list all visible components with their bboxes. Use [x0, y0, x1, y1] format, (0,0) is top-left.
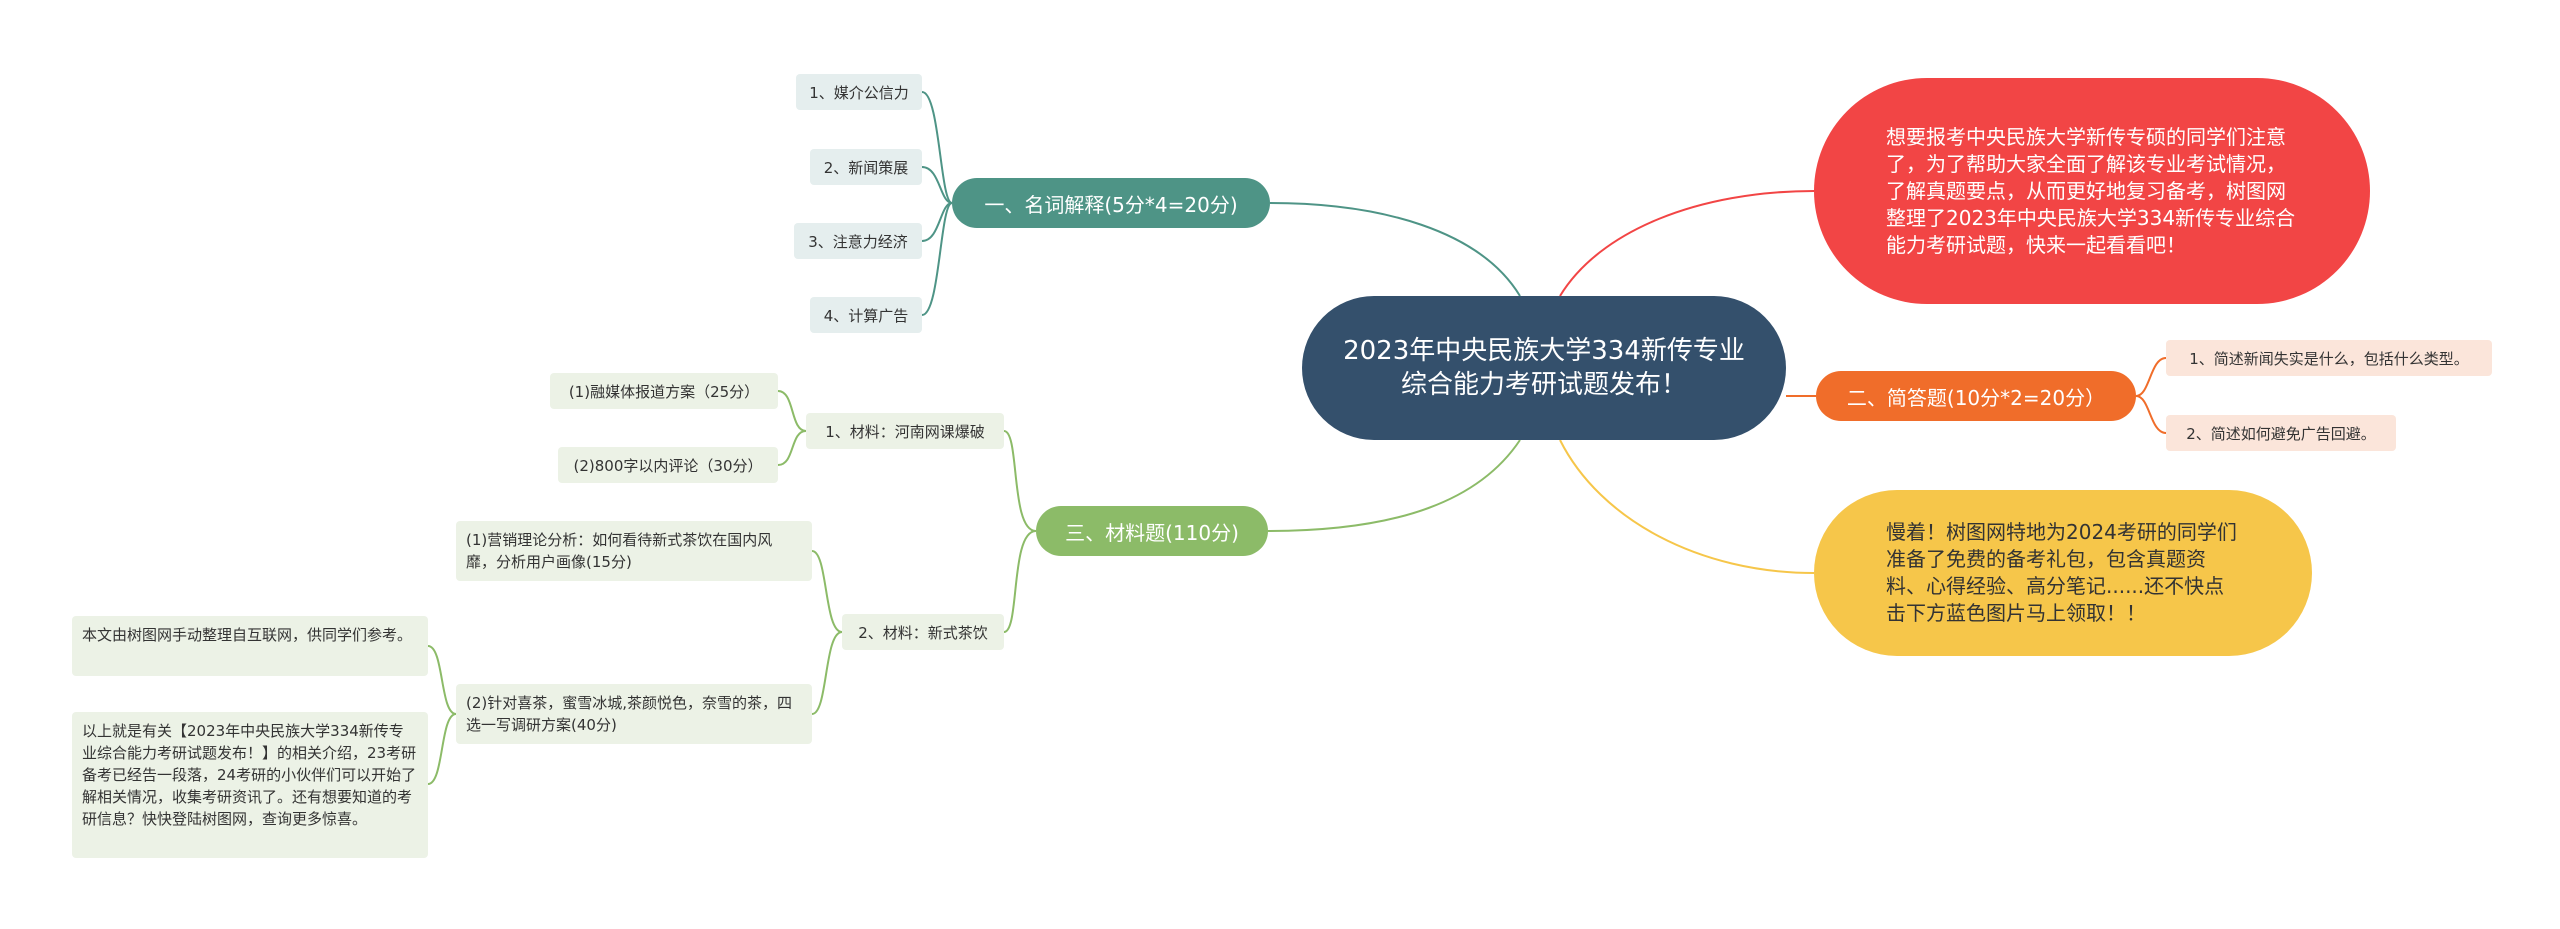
- leaf-commentary[interactable]: (2)800字以内评论（30分）: [558, 447, 778, 483]
- link-b3-m1: [1003, 430, 1037, 532]
- material-new-tea-drinks[interactable]: 2、材料：新式茶饮: [842, 614, 1004, 650]
- branch-material[interactable]: 三、材料题(110分): [1036, 506, 1268, 556]
- link-m1-2: [777, 430, 807, 466]
- leaf-computational-advertising[interactable]: 4、计算广告: [810, 297, 922, 333]
- root-topic[interactable]: 2023年中央民族大学334新传专业综合能力考研试题发布！: [1302, 296, 1786, 440]
- link-root-yellow: [1559, 439, 1815, 574]
- link-root-b1: [1269, 202, 1521, 297]
- leaf-marketing-analysis[interactable]: (1)营销理论分析：如何看待新式茶饮在国内风靡，分析用户画像(15分): [456, 521, 812, 581]
- link-root-b3: [1267, 439, 1521, 532]
- leaf-research-plan[interactable]: (2)针对喜茶，蜜雪冰城,茶颜悦色，奈雪的茶，四选一写调研方案(40分): [456, 684, 812, 744]
- link-root-red: [1559, 190, 1815, 297]
- link-b2-1: [2135, 357, 2167, 397]
- link-note-2: [427, 713, 457, 785]
- leaf-media-credibility[interactable]: 1、媒介公信力: [796, 74, 922, 110]
- link-b2-2: [2135, 395, 2167, 434]
- link-b1-4: [921, 202, 953, 316]
- material-henan-online-class[interactable]: 1、材料：河南网课爆破: [806, 413, 1004, 449]
- promo-bubble[interactable]: 慢着！树图网特地为2024考研的同学们准备了免费的备考礼包，包含真题资料、心得经…: [1814, 490, 2312, 656]
- link-note-1: [427, 645, 457, 715]
- leaf-news-inaccuracy[interactable]: 1、简述新闻失实是什么，包括什么类型。: [2166, 340, 2492, 376]
- leaf-attention-economy[interactable]: 3、注意力经济: [794, 223, 922, 259]
- branch-noun-explanation[interactable]: 一、名词解释(5分*4=20分): [952, 178, 1270, 228]
- link-m2-1: [811, 550, 843, 633]
- link-b1-1: [921, 91, 953, 204]
- link-m2-2: [811, 631, 843, 715]
- link-b1-2: [921, 166, 953, 204]
- leaf-news-curation[interactable]: 2、新闻策展: [810, 149, 922, 185]
- branch-short-answer[interactable]: 二、简答题(10分*2=20分）: [1816, 371, 2136, 421]
- intro-bubble[interactable]: 想要报考中央民族大学新传专硕的同学们注意了，为了帮助大家全面了解该专业考试情况，…: [1814, 78, 2370, 304]
- link-b3-m2: [1003, 530, 1037, 633]
- leaf-ad-avoidance[interactable]: 2、简述如何避免广告回避。: [2166, 415, 2396, 451]
- note-source[interactable]: 本文由树图网手动整理自互联网，供同学们参考。: [72, 616, 428, 676]
- note-summary[interactable]: 以上就是有关【2023年中央民族大学334新传专业综合能力考研试题发布！】的相关…: [72, 712, 428, 858]
- leaf-media-report-plan[interactable]: (1)融媒体报道方案（25分）: [550, 373, 778, 409]
- link-m1-1: [777, 390, 807, 432]
